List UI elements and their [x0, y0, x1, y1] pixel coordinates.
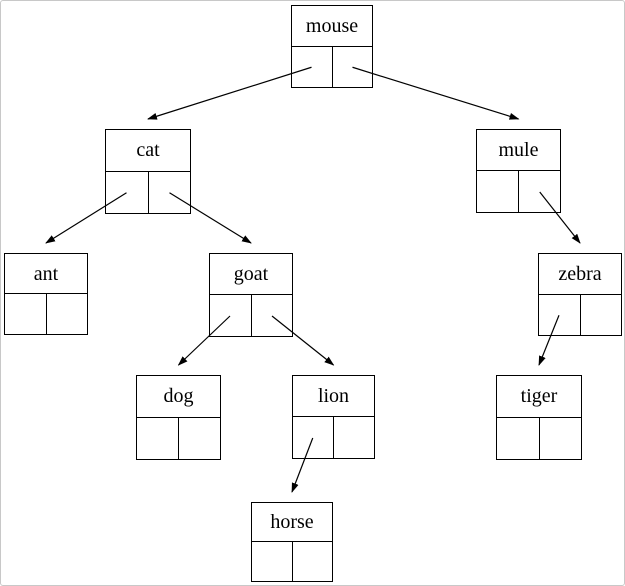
tree-node-dog: dog: [136, 375, 221, 460]
tree-node-goat: goat: [209, 253, 293, 337]
node-label: ant: [5, 254, 87, 294]
tree-node-ant: ant: [4, 253, 88, 335]
left-pointer-cell: [106, 171, 149, 213]
left-pointer-cell: [5, 294, 47, 334]
tree-node-cat: cat: [105, 129, 191, 214]
tree-node-horse: horse: [251, 502, 333, 582]
node-label: zebra: [539, 254, 621, 295]
right-pointer-cell: [149, 172, 191, 214]
pointer-cells: [292, 46, 373, 88]
node-label: mouse: [292, 6, 372, 47]
tree-node-mouse: mouse: [291, 5, 373, 88]
pointer-cells: [5, 294, 87, 334]
right-pointer-cell: [293, 542, 333, 581]
node-label: mule: [477, 130, 560, 171]
node-label: lion: [293, 376, 374, 417]
tree-node-zebra: zebra: [538, 253, 622, 336]
right-pointer-cell: [519, 171, 560, 212]
pointer-cells: [539, 294, 622, 336]
right-pointer-cell: [333, 47, 373, 88]
left-pointer-cell: [252, 542, 293, 581]
left-pointer-cell: [210, 295, 252, 336]
node-label: horse: [252, 503, 332, 542]
right-pointer-cell: [334, 417, 374, 458]
node-label: dog: [137, 376, 220, 418]
pointer-cells: [210, 295, 292, 336]
right-pointer-cell: [47, 294, 88, 334]
tree-node-mule: mule: [476, 129, 561, 213]
right-pointer-cell: [252, 295, 293, 336]
left-pointer-cell: [137, 417, 179, 459]
left-pointer-cell: [477, 171, 519, 212]
pointer-cells: [137, 417, 220, 460]
left-pointer-cell: [497, 417, 540, 459]
pointer-cells: [293, 417, 374, 458]
pointer-cells: [477, 171, 560, 212]
left-pointer-cell: [293, 417, 334, 458]
left-pointer-cell: [539, 294, 581, 335]
pointer-cells: [252, 542, 332, 581]
right-pointer-cell: [179, 418, 220, 460]
tree-node-lion: lion: [292, 375, 375, 459]
node-label: cat: [106, 130, 190, 172]
tree-node-tiger: tiger: [496, 375, 582, 460]
node-label: tiger: [497, 376, 581, 418]
right-pointer-cell: [540, 418, 582, 460]
pointer-cells: [497, 417, 582, 460]
node-label: goat: [210, 254, 292, 295]
pointer-cells: [106, 171, 191, 214]
right-pointer-cell: [581, 295, 622, 336]
left-pointer-cell: [292, 46, 333, 87]
